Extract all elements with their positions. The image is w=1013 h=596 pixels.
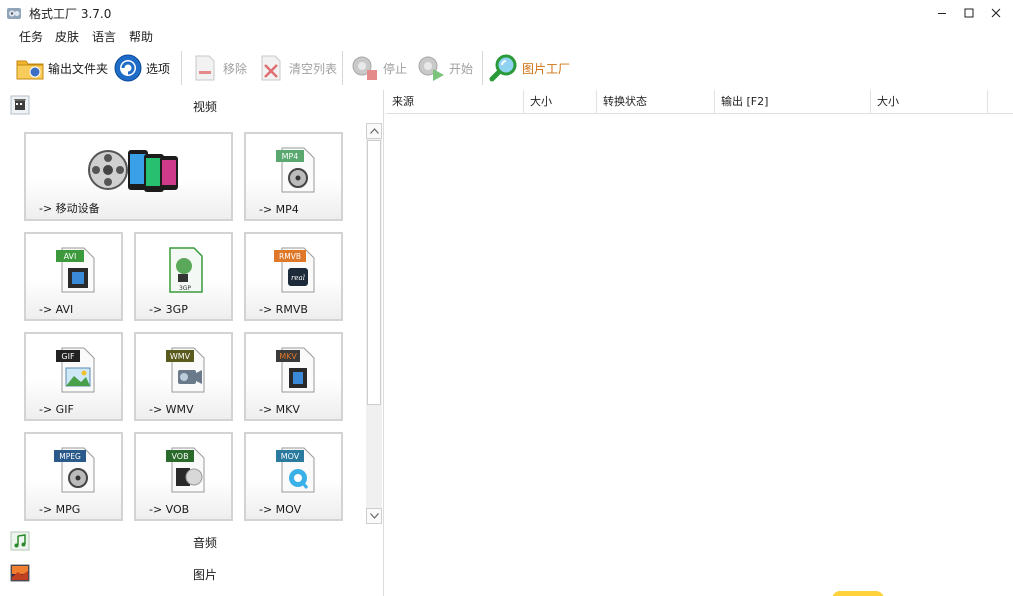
task-list[interactable] <box>386 115 1013 596</box>
vob-file-icon: VOB <box>166 447 205 493</box>
tile-label: -> GIF <box>39 403 74 416</box>
mpg-file-icon: MPEG <box>54 447 95 493</box>
stop-button[interactable]: 停止 <box>350 50 407 86</box>
mov-file-icon: MOV <box>276 447 315 493</box>
clear-list-icon <box>256 53 286 83</box>
svg-text:WMV: WMV <box>170 352 191 361</box>
svg-text:3GP: 3GP <box>179 285 191 292</box>
tile-mobile-device[interactable]: -> 移动设备 <box>24 132 233 221</box>
tile-mov[interactable]: MOV -> MOV <box>244 432 343 521</box>
mp4-file-icon: MP4 <box>276 147 315 193</box>
tile-rmvb[interactable]: RMVB real -> RMVB <box>244 232 343 321</box>
svg-text:AVI: AVI <box>64 252 77 261</box>
svg-text:MOV: MOV <box>281 452 300 461</box>
tile-label: -> 3GP <box>149 303 188 316</box>
menu-language[interactable]: 语言 <box>92 30 117 44</box>
svg-text:real: real <box>291 274 305 282</box>
column-output-size[interactable]: 大小 <box>871 90 988 114</box>
stop-icon <box>350 53 380 83</box>
tile-wmv[interactable]: WMV -> WMV <box>134 332 233 421</box>
svg-text:VOB: VOB <box>171 452 188 461</box>
toolbar: 输出文件夹 选项 移除 清空列表 <box>0 48 1013 88</box>
tile-label: -> MOV <box>259 503 302 516</box>
avi-file-icon: AVI <box>56 247 95 293</box>
close-button[interactable] <box>982 0 1010 26</box>
options-gear-icon <box>113 53 143 83</box>
tile-avi[interactable]: AVI -> AVI <box>24 232 123 321</box>
svg-text:RMVB: RMVB <box>279 252 301 261</box>
music-note-icon <box>10 531 30 551</box>
minimize-button[interactable] <box>928 0 956 26</box>
output-folder-button[interactable]: 输出文件夹 <box>15 50 108 86</box>
toolbar-separator <box>181 51 182 85</box>
tile-label: -> RMVB <box>259 303 308 316</box>
notification-tab[interactable] <box>832 591 884 596</box>
tile-label: -> MKV <box>259 403 300 416</box>
tile-label: -> WMV <box>149 403 194 416</box>
chevron-up-icon <box>369 128 379 134</box>
svg-text:MKV: MKV <box>279 352 297 361</box>
video-tiles: -> 移动设备 MP4 -> MP4 AVI -> <box>0 122 366 522</box>
scroll-up-arrow[interactable] <box>366 123 382 139</box>
column-status[interactable]: 转换状态 <box>597 90 715 114</box>
mobile-device-icon <box>88 150 178 192</box>
category-picture-header[interactable]: 图片 <box>0 558 384 588</box>
category-audio-header[interactable]: 音频 <box>0 526 384 556</box>
category-panel: 视频 -> 移动设备 <box>0 90 384 596</box>
tile-mpg[interactable]: MPEG -> MPG <box>24 432 123 521</box>
rmvb-file-icon: RMVB real <box>274 247 315 293</box>
maximize-button[interactable] <box>955 0 983 26</box>
menu-help[interactable]: 帮助 <box>129 30 154 44</box>
tile-mp4[interactable]: MP4 -> MP4 <box>244 132 343 221</box>
tile-mkv[interactable]: MKV -> MKV <box>244 332 343 421</box>
toolbar-separator <box>342 51 343 85</box>
svg-text:MP4: MP4 <box>282 152 299 161</box>
toolbar-separator <box>482 51 483 85</box>
remove-button[interactable]: 移除 <box>190 50 247 86</box>
remove-icon <box>190 53 220 83</box>
mkv-file-icon: MKV <box>276 347 315 393</box>
menu-bar: 任务 皮肤 语言 帮助 <box>0 26 1013 46</box>
tile-label: -> MP4 <box>259 203 299 216</box>
film-icon <box>10 95 30 115</box>
clear-list-button[interactable]: 清空列表 <box>256 50 337 86</box>
task-table-header: 来源 大小 转换状态 输出 [F2] 大小 <box>386 90 1013 114</box>
tile-3gp[interactable]: 3GP -> 3GP <box>134 232 233 321</box>
menu-task[interactable]: 任务 <box>19 30 44 44</box>
magnifier-icon <box>489 53 519 83</box>
picture-icon <box>10 564 30 582</box>
chevron-down-icon <box>369 513 379 519</box>
menu-skin[interactable]: 皮肤 <box>55 30 80 44</box>
picture-factory-button[interactable]: 图片工厂 <box>489 50 570 86</box>
start-icon <box>416 53 446 83</box>
start-button[interactable]: 开始 <box>416 50 473 86</box>
tile-gif[interactable]: GIF -> GIF <box>24 332 123 421</box>
column-source[interactable]: 来源 <box>386 90 524 114</box>
maximize-icon <box>964 8 974 18</box>
close-icon <box>991 8 1001 18</box>
column-size[interactable]: 大小 <box>524 90 597 114</box>
3gp-file-icon: 3GP <box>169 247 203 293</box>
minimize-icon <box>938 13 946 14</box>
title-bar: 格式工厂 3.7.0 <box>0 0 1013 26</box>
gif-file-icon: GIF <box>56 347 95 393</box>
tile-label: -> AVI <box>39 303 74 316</box>
scroll-down-arrow[interactable] <box>366 508 382 524</box>
tile-vob[interactable]: VOB -> VOB <box>134 432 233 521</box>
category-video-header[interactable]: 视频 <box>0 90 384 120</box>
tile-label: -> 移动设备 <box>39 202 100 215</box>
options-button[interactable]: 选项 <box>113 50 170 86</box>
window-title: 格式工厂 3.7.0 <box>29 7 112 21</box>
svg-text:MPEG: MPEG <box>59 452 81 461</box>
tile-label: -> VOB <box>149 503 190 516</box>
app-logo-icon <box>7 8 21 19</box>
column-output[interactable]: 输出 [F2] <box>715 90 871 114</box>
wmv-file-icon: WMV <box>166 347 205 393</box>
svg-text:GIF: GIF <box>61 352 75 361</box>
tiles-scrollbar[interactable] <box>366 123 382 524</box>
tile-label: -> MPG <box>39 503 81 516</box>
folder-icon <box>15 53 45 83</box>
scroll-thumb[interactable] <box>367 140 381 405</box>
